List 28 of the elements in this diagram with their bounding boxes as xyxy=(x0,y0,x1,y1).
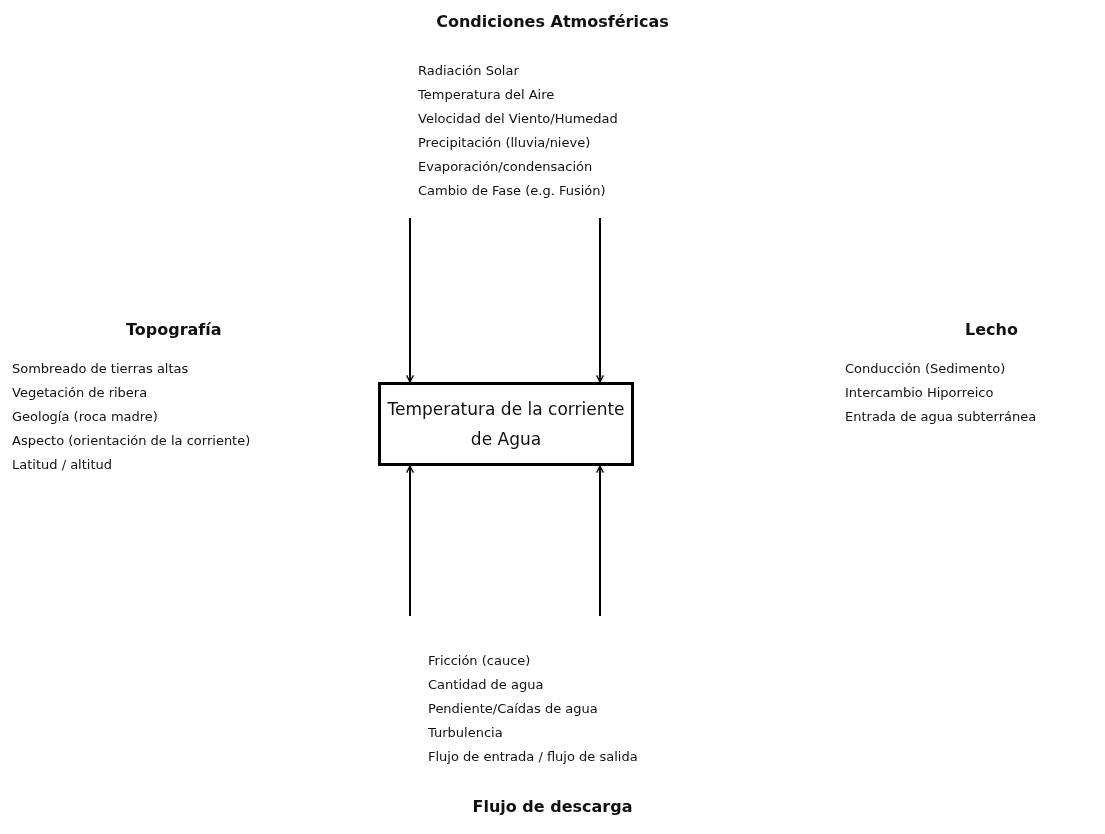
factor-text: Flujo de entrada / flujo de salida xyxy=(428,748,638,766)
factor-text: Fricción (cauce) xyxy=(428,652,532,670)
arrow xyxy=(406,465,414,617)
arrow xyxy=(596,465,604,617)
factor-text: Cambio de Fase (e.g. Fusión) xyxy=(418,182,607,200)
factor-text: Precipitación (lluvia/nieve) xyxy=(418,134,592,152)
group-heading: Topografía xyxy=(126,320,222,339)
factor-text: Latitud / altitud xyxy=(12,456,114,474)
arrow xyxy=(596,217,604,383)
factor-text: Vegetación de ribera xyxy=(12,384,149,402)
group-heading: Condiciones Atmosféricas xyxy=(436,12,669,31)
factor-text: Geología (roca madre) xyxy=(12,408,159,426)
factor-text: Entrada de agua subterránea xyxy=(845,408,1037,426)
factor-text: Cantidad de agua xyxy=(428,676,545,694)
factor-text: Intercambio Hiporreico xyxy=(845,384,995,402)
factor-text: Conducción (Sedimento) xyxy=(845,360,1007,378)
factor-text: Aspecto (orientación de la corriente) xyxy=(12,432,251,450)
arrow xyxy=(406,217,414,383)
factor-text: Turbulencia xyxy=(428,724,504,742)
process-box: Temperatura de la corriente de Agua xyxy=(378,382,634,466)
factor-text: Sombreado de tierras altas xyxy=(12,360,190,378)
factor-text: Radiación Solar xyxy=(418,62,520,80)
factor-text: Pendiente/Caídas de agua xyxy=(428,700,599,718)
factor-text: Velocidad del Viento/Humedad xyxy=(418,110,618,128)
group-heading: Flujo de descarga xyxy=(472,797,633,816)
group-heading: Lecho xyxy=(965,320,1018,339)
factor-text: Temperatura del Aire xyxy=(418,86,556,104)
factor-text: Evaporación/condensación xyxy=(418,158,594,176)
